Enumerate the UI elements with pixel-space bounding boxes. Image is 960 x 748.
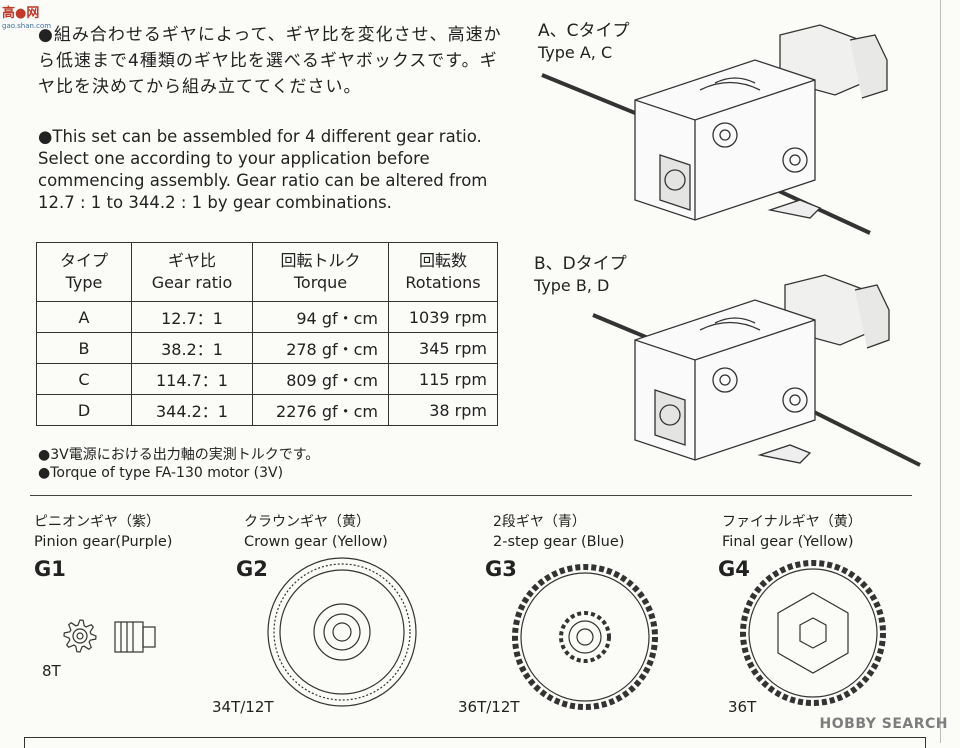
gear-g3-teeth: 36T/12T xyxy=(458,698,520,716)
table-row: A 12.7：1 94 gf・cm 1039 rpm xyxy=(36,301,498,333)
gearbox-ac-illustration xyxy=(541,24,888,235)
table-row: D 344.2：1 2276 gf・cm 38 rpm xyxy=(36,394,498,426)
cell-type: B xyxy=(36,332,132,364)
note-english: ●Torque of type FA-130 motor (3V) xyxy=(38,465,284,481)
type-bd-caption: B、Dタイプ Type B, D xyxy=(534,253,627,297)
gear-g2-teeth: 34T/12T xyxy=(212,698,274,716)
shaft-right xyxy=(799,403,921,467)
gear-g4-teeth: 36T xyxy=(728,698,757,716)
cell-torque: 809 gf・cm xyxy=(252,363,389,395)
note-japanese: ●3V電源における出力軸の実測トルクです。 xyxy=(38,447,320,463)
pinion-gear-icon xyxy=(63,619,156,653)
gear-g1-labels: ピニオンギヤ（紫） Pinion gear(Purple) G1 xyxy=(34,512,172,582)
intro-japanese: ●組み合わせるギヤによって、ギヤ比を変化させ、高速から低速まで4種類のギヤ比を選… xyxy=(38,25,502,97)
type-bd-en: Type B, D xyxy=(534,276,610,295)
type-ac-caption: A、Cタイプ Type A, C xyxy=(538,20,630,64)
crown-gear-icon xyxy=(267,557,417,707)
type-ac-en: Type A, C xyxy=(538,43,613,62)
table-row: C 114.7：1 809 gf・cm 115 rpm xyxy=(36,363,498,395)
cell-type: A xyxy=(36,301,132,333)
cell-rotations: 115 rpm xyxy=(388,363,498,395)
gearbox-bd-illustration xyxy=(592,274,921,467)
gear-g3-jp: 2段ギヤ（青） xyxy=(493,514,586,530)
gear-g4-code: G4 xyxy=(718,557,750,581)
cell-torque: 94 gf・cm xyxy=(252,301,389,333)
gear-g3-code: G3 xyxy=(485,557,517,581)
cell-rotations: 1039 rpm xyxy=(388,301,498,333)
two-step-gear-icon xyxy=(512,564,658,710)
section-divider xyxy=(30,495,912,496)
cell-ratio: 38.2：1 xyxy=(131,332,253,364)
type-bd-jp: B、Dタイプ xyxy=(534,254,627,274)
gear-g2-labels: クラウンギヤ（黄） Crown gear (Yellow) G2 xyxy=(236,512,388,582)
gear-g1-jp: ピニオンギヤ（紫） xyxy=(34,514,160,530)
gear-g2-en: Crown gear (Yellow) xyxy=(244,534,388,550)
gear-g4-labels: ファイナルギヤ（黄） Final gear (Yellow) G4 xyxy=(718,512,862,582)
cell-rotations: 345 rpm xyxy=(388,332,498,364)
gear-g2-jp: クラウンギヤ（黄） xyxy=(244,514,370,530)
cell-ratio: 12.7：1 xyxy=(131,301,253,333)
gear-g1-teeth: 8T xyxy=(42,662,61,680)
cell-torque: 278 gf・cm xyxy=(252,332,389,364)
gear-g1-code: G1 xyxy=(34,557,66,581)
cell-rotations: 38 rpm xyxy=(388,394,498,426)
cell-type: D xyxy=(36,394,132,426)
final-gear-icon xyxy=(740,560,886,706)
gear-g1-en: Pinion gear(Purple) xyxy=(34,534,173,550)
type-ac-jp: A、Cタイプ xyxy=(538,21,630,41)
shaft-left xyxy=(541,73,641,117)
gear-g3-en: 2-step gear (Blue) xyxy=(493,534,625,550)
watermark: HOBBY SEARCH xyxy=(819,716,948,732)
cell-torque: 2276 gf・cm xyxy=(252,394,389,426)
cell-ratio: 114.7：1 xyxy=(131,363,253,395)
gear-g2-code: G2 xyxy=(236,557,268,581)
gear-g4-jp: ファイナルギヤ（黄） xyxy=(722,514,862,530)
site-logo: 高●网 gao.shan.com xyxy=(2,6,52,30)
cell-type: C xyxy=(36,363,132,395)
cell-ratio: 344.2：1 xyxy=(131,394,253,426)
scan-edge-line xyxy=(940,0,941,743)
gear-g4-en: Final gear (Yellow) xyxy=(722,534,854,550)
gear-g3-labels: 2段ギヤ（青） 2-step gear (Blue) G3 xyxy=(485,512,624,582)
intro-english: ●This set can be assembled for 4 differe… xyxy=(38,127,488,212)
table-row: B 38.2：1 278 gf・cm 345 rpm xyxy=(36,332,498,364)
